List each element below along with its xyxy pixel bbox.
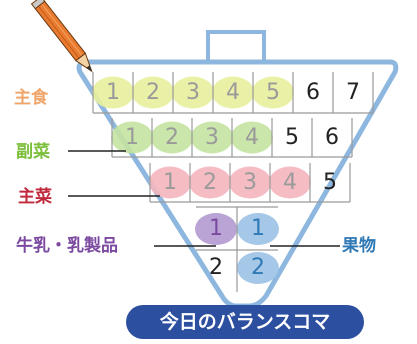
label-fruit: 果物 [342, 236, 376, 256]
blob-shushoku-4 [212, 76, 254, 109]
blob-fukusai-1 [111, 121, 153, 154]
num-shushoku-2: 2 [146, 79, 160, 105]
num-fukusai-2: 2 [165, 124, 179, 150]
num-milk-2: 2 [209, 255, 223, 280]
num-shusai-4: 4 [283, 169, 297, 195]
label-fukusai: 副菜 [16, 142, 50, 162]
blob-fruit-1 [237, 213, 279, 245]
pencil-icon [30, 0, 93, 73]
num-fukusai-5: 5 [285, 124, 299, 150]
num-shushoku-1: 1 [106, 79, 120, 105]
num-fukusai-3: 3 [205, 124, 219, 150]
blob-fukusai-2 [151, 121, 193, 154]
blob-fukusai-4 [231, 121, 273, 154]
serving-grid [92, 72, 374, 292]
num-fruit-1: 1 [251, 216, 265, 241]
num-shusai-3: 3 [243, 169, 257, 195]
num-shushoku-5: 5 [266, 79, 280, 105]
num-shusai-1: 1 [163, 169, 177, 195]
num-fukusai-1: 1 [125, 124, 139, 150]
blob-shushoku-2 [132, 76, 174, 109]
num-shushoku-7: 7 [346, 79, 360, 105]
blob-shusai-1 [149, 166, 191, 199]
num-fukusai-6: 6 [325, 124, 339, 150]
filled-servings-layer [92, 76, 311, 284]
num-shusai-5: 5 [323, 169, 337, 195]
title-badge: 今日のバランスコマ [126, 305, 364, 339]
blob-shushoku-1 [92, 76, 134, 109]
blob-fruit-2 [237, 252, 279, 284]
blob-milk-1 [195, 213, 237, 245]
num-shusai-2: 2 [203, 169, 217, 195]
num-shushoku-4: 4 [226, 79, 240, 105]
blob-shusai-4 [269, 166, 311, 199]
blob-shusai-3 [229, 166, 271, 199]
blob-shushoku-3 [172, 76, 214, 109]
blob-fukusai-3 [191, 121, 233, 154]
num-fruit-2: 2 [251, 255, 265, 280]
label-milk: 牛乳・乳製品 [16, 236, 118, 256]
blob-shushoku-5 [252, 76, 294, 109]
blob-shusai-2 [189, 166, 231, 199]
label-shusai: 主菜 [18, 187, 52, 207]
num-milk-1: 1 [209, 216, 223, 241]
num-fukusai-4: 4 [245, 124, 259, 150]
label-shushoku: 主食 [14, 88, 48, 108]
num-shushoku-6: 6 [306, 79, 320, 105]
num-shushoku-3: 3 [186, 79, 200, 105]
